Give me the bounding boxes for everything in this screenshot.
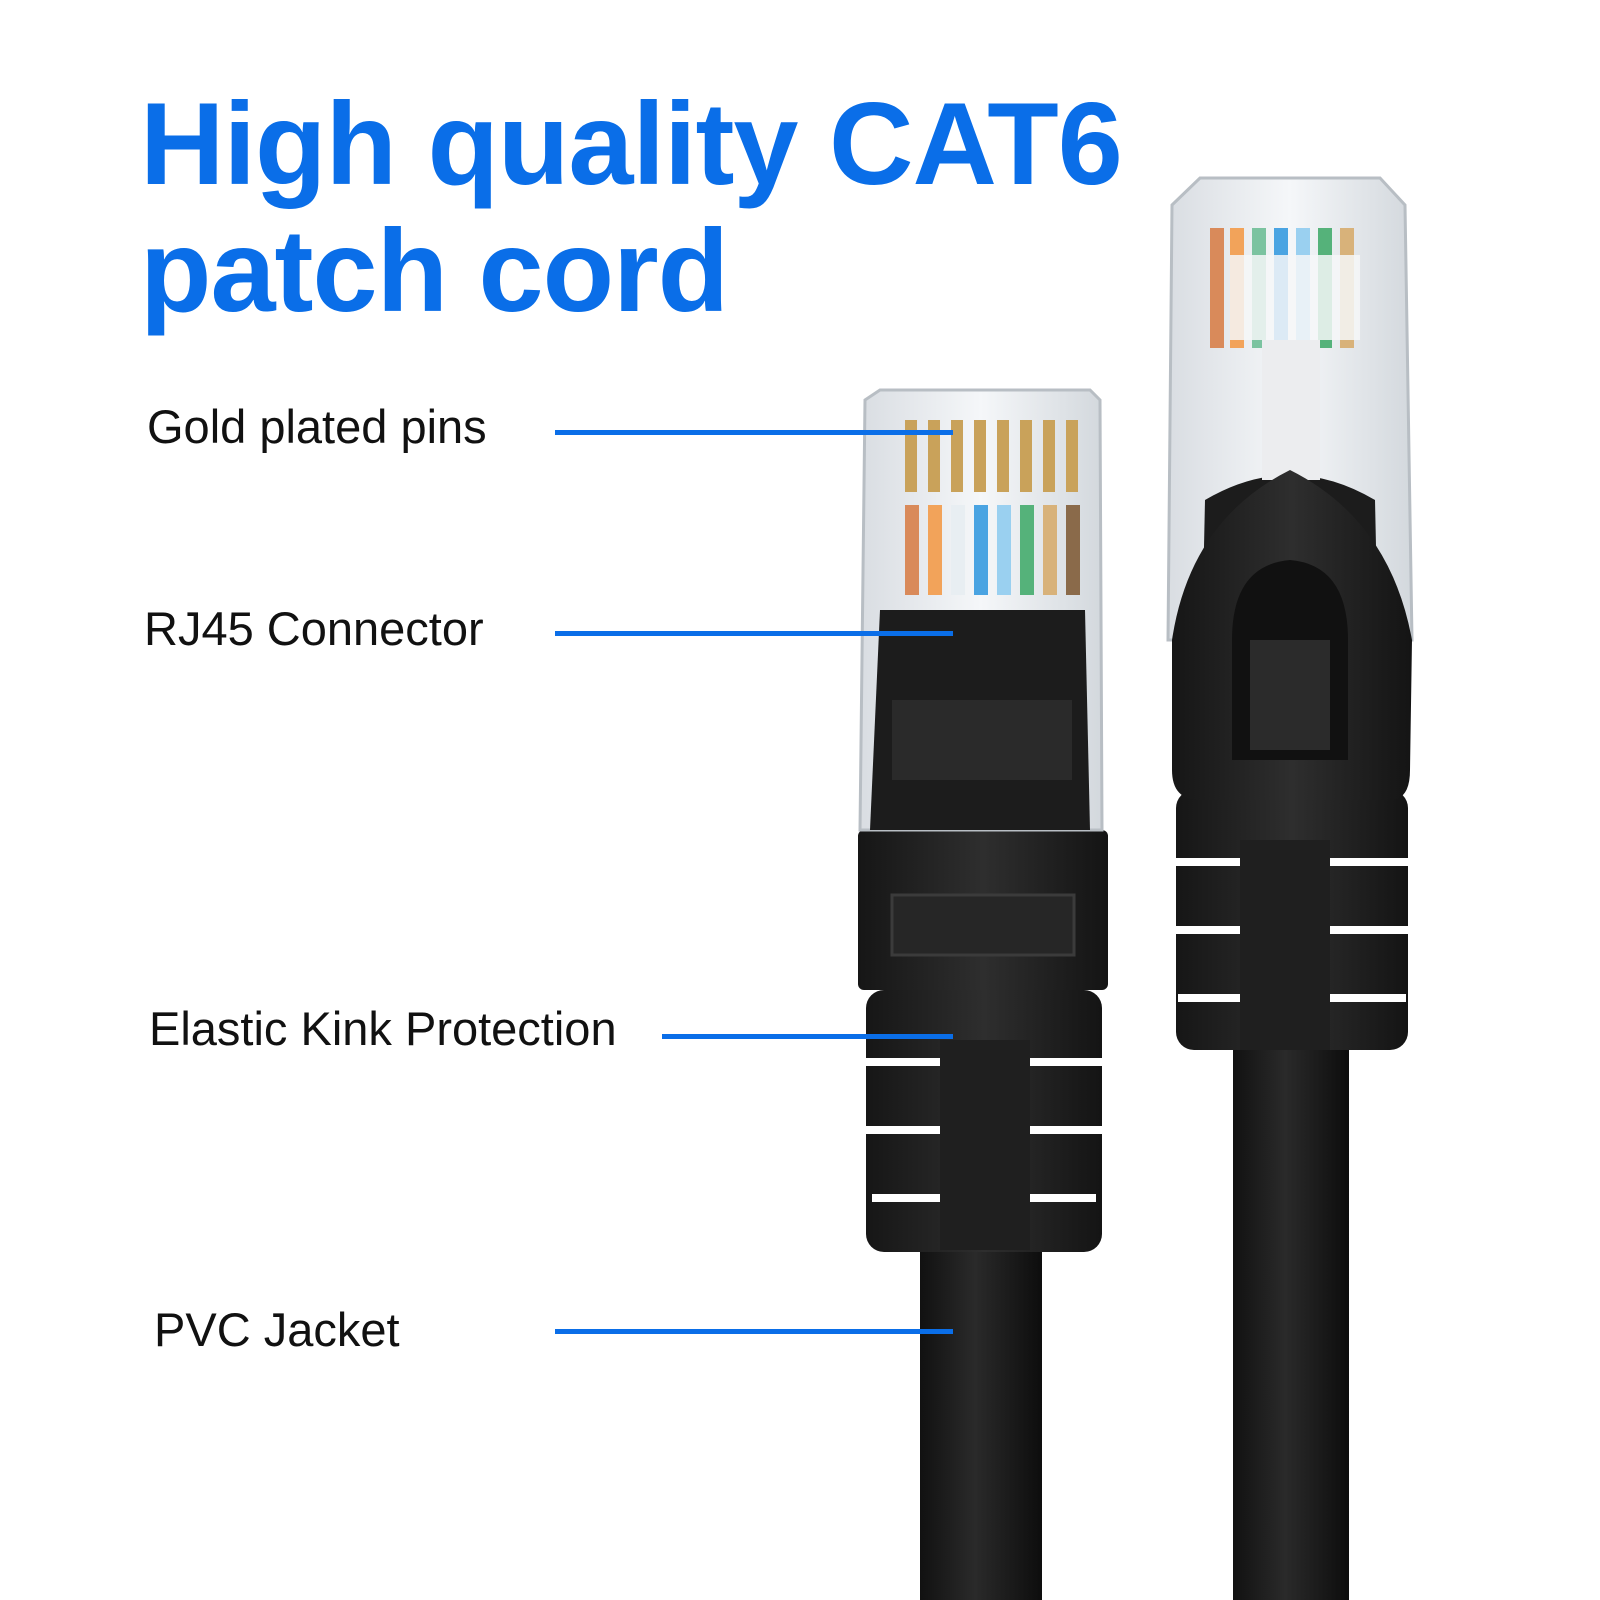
left-rj45-plug bbox=[858, 388, 1104, 832]
callout-label-kink-protection: Elastic Kink Protection bbox=[149, 1002, 617, 1055]
callout-label-gold-pins: Gold plated pins bbox=[147, 400, 487, 453]
left-connector bbox=[858, 388, 1108, 1600]
right-cable-jacket bbox=[1233, 1040, 1349, 1600]
right-kink-protection bbox=[1168, 790, 1416, 1050]
title-line-2: patch cord bbox=[140, 205, 729, 336]
callout-line-pvc-jacket bbox=[555, 1329, 953, 1334]
callout-label-rj45-connector: RJ45 Connector bbox=[144, 602, 484, 655]
callout-line-kink-protection bbox=[662, 1034, 953, 1039]
page-title: High quality CAT6 patch cord bbox=[140, 78, 1123, 336]
callout-label-pvc-jacket: PVC Jacket bbox=[154, 1303, 400, 1356]
callout-line-gold-pins bbox=[555, 430, 953, 435]
gold-plated-pins bbox=[905, 420, 1078, 492]
title-line-1: High quality CAT6 bbox=[140, 78, 1123, 209]
left-cable-jacket bbox=[920, 1250, 1042, 1600]
right-connector bbox=[1166, 176, 1416, 1600]
callout-line-rj45-connector bbox=[555, 631, 953, 636]
left-kink-protection bbox=[862, 990, 1106, 1252]
